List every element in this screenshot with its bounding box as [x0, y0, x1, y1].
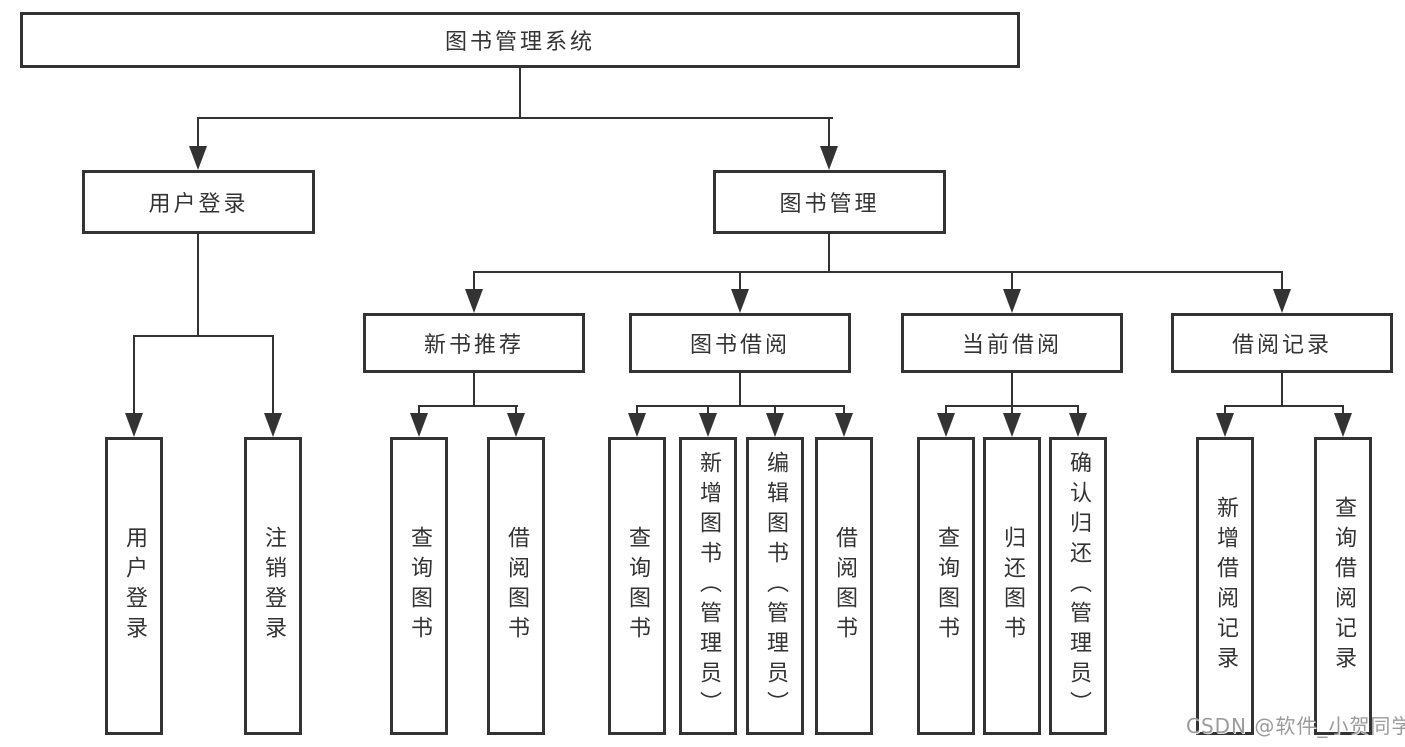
- node-label: 用户登录: [148, 192, 249, 217]
- connector-line: [473, 373, 475, 407]
- node-leaf-newbook-borrow-books: 借阅图书: [487, 437, 545, 735]
- arrow-down-icon: [937, 413, 955, 437]
- connector-line: [1077, 405, 1079, 417]
- node-label: 图书借阅: [689, 333, 790, 358]
- connector-line: [1011, 271, 1013, 293]
- connector-line: [418, 405, 518, 407]
- node-leaf-current-confirm-return-admin: 确认归还（管理员）: [1049, 437, 1107, 735]
- node-borrowing-records: 借阅记录: [1171, 313, 1393, 373]
- node-leaf-borrow-borrow-books: 借阅图书: [815, 437, 873, 735]
- arrow-down-icon: [1273, 289, 1291, 313]
- node-leaf-newbook-query-books: 查询图书: [390, 437, 448, 735]
- connector-line: [739, 271, 741, 293]
- node-leaf-borrow-query-books: 查询图书: [608, 437, 666, 735]
- connector-line: [133, 335, 135, 415]
- connector-line: [828, 234, 830, 273]
- node-leaf-logout: 注销登录: [244, 437, 302, 735]
- node-book-management: 图书管理: [713, 170, 946, 234]
- connector-line: [197, 117, 199, 153]
- node-label: 查询图书: [407, 526, 432, 646]
- arrow-down-icon: [264, 413, 282, 437]
- arrow-down-icon: [1069, 413, 1087, 437]
- csdn-watermark: CSDN @软件_小贺同学: [1186, 714, 1405, 738]
- arrow-down-icon: [1216, 413, 1234, 437]
- arrow-down-icon: [731, 289, 749, 313]
- node-new-book-recommend: 新书推荐: [363, 313, 585, 373]
- connector-line: [1011, 405, 1013, 417]
- connector-line: [843, 405, 845, 417]
- node-leaf-user-login: 用户登录: [105, 437, 163, 735]
- node-label: 借阅图书: [832, 526, 857, 646]
- node-leaf-borrow-edit-books-admin: 编辑图书（管理员）: [746, 437, 804, 735]
- arrow-down-icon: [189, 146, 207, 170]
- node-root-library-system: 图书管理系统: [20, 12, 1020, 68]
- connector-line: [272, 335, 274, 415]
- connector-line: [197, 234, 199, 337]
- node-leaf-current-query-books: 查询图书: [917, 437, 975, 735]
- connector-line: [1224, 405, 1344, 407]
- arrow-down-icon: [766, 413, 784, 437]
- arrow-down-icon: [699, 413, 717, 437]
- connector-line: [473, 271, 475, 293]
- connector-line: [636, 405, 638, 417]
- node-label: 图书管理: [779, 192, 880, 217]
- connector-line: [828, 117, 830, 153]
- connector-line: [1281, 271, 1283, 293]
- connector-line: [636, 405, 845, 407]
- node-label: 图书管理系统: [444, 30, 595, 55]
- connector-line: [1224, 405, 1226, 417]
- node-label: 当前借阅: [961, 333, 1062, 358]
- arrow-down-icon: [1334, 413, 1352, 437]
- connector-line: [1011, 373, 1013, 407]
- arrow-down-icon: [410, 413, 428, 437]
- connector-line: [774, 405, 776, 417]
- node-label: 新增借阅记录: [1213, 496, 1238, 676]
- connector-line: [519, 68, 521, 118]
- node-label: 新书推荐: [423, 333, 524, 358]
- arrow-down-icon: [628, 413, 646, 437]
- connector-line: [133, 335, 274, 337]
- node-user-login: 用户登录: [82, 170, 315, 234]
- arrow-down-icon: [465, 289, 483, 313]
- connector-line: [197, 117, 833, 119]
- connector-line: [418, 405, 420, 417]
- connector-line: [473, 271, 1283, 273]
- node-leaf-records-query-record: 查询借阅记录: [1314, 437, 1372, 735]
- node-leaf-borrow-add-books-admin: 新增图书（管理员）: [679, 437, 737, 735]
- arrow-down-icon: [507, 413, 525, 437]
- node-label: 借阅图书: [504, 526, 529, 646]
- node-label: 查询图书: [625, 526, 650, 646]
- node-label: 用户登录: [122, 526, 147, 646]
- arrow-down-icon: [835, 413, 853, 437]
- connector-line: [515, 405, 517, 417]
- node-label: 新增图书（管理员）: [696, 451, 721, 721]
- node-label: 编辑图书（管理员）: [763, 451, 788, 721]
- connector-line: [1281, 373, 1283, 407]
- node-label: 查询图书: [934, 526, 959, 646]
- node-label: 查询借阅记录: [1331, 496, 1356, 676]
- node-label: 确认归还（管理员）: [1066, 451, 1091, 721]
- node-leaf-records-add-record: 新增借阅记录: [1196, 437, 1254, 735]
- arrow-down-icon: [125, 413, 143, 437]
- node-current-borrowing: 当前借阅: [901, 313, 1123, 373]
- arrow-down-icon: [820, 146, 838, 170]
- node-leaf-current-return-books: 归还图书: [983, 437, 1041, 735]
- connector-line: [707, 405, 709, 417]
- connector-line: [1342, 405, 1344, 417]
- node-book-borrowing: 图书借阅: [629, 313, 851, 373]
- arrow-down-icon: [1003, 413, 1021, 437]
- connector-line: [945, 405, 947, 417]
- node-label: 归还图书: [1000, 526, 1025, 646]
- node-label: 注销登录: [261, 526, 286, 646]
- connector-line: [739, 373, 741, 407]
- arrow-down-icon: [1003, 289, 1021, 313]
- node-label: 借阅记录: [1231, 333, 1332, 358]
